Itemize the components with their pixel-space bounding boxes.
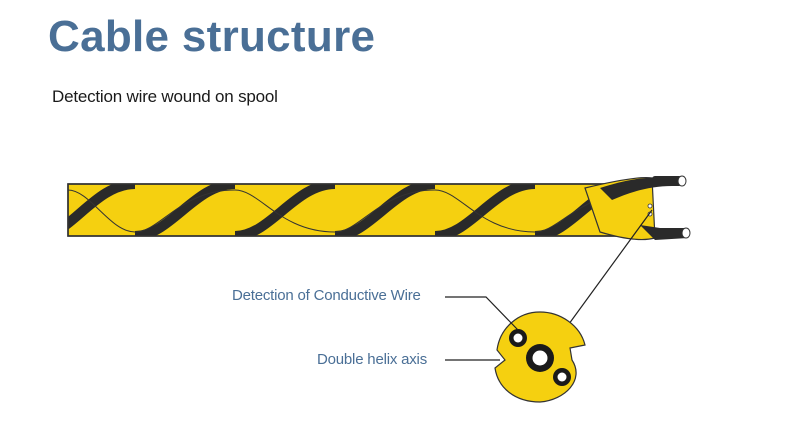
twisted-cable <box>67 183 651 237</box>
conductive-wire-leader <box>445 296 519 331</box>
page-subtitle: Detection wire wound on spool <box>52 87 278 106</box>
page-title: Cable structure <box>48 12 376 61</box>
cable-end <box>584 175 691 241</box>
callout-conductive-wire: Detection of Conductive Wire <box>232 287 421 304</box>
callout-helix-axis: Double helix axis <box>317 351 427 368</box>
section-leader-line <box>565 209 653 329</box>
cable-cross-section <box>494 311 586 403</box>
